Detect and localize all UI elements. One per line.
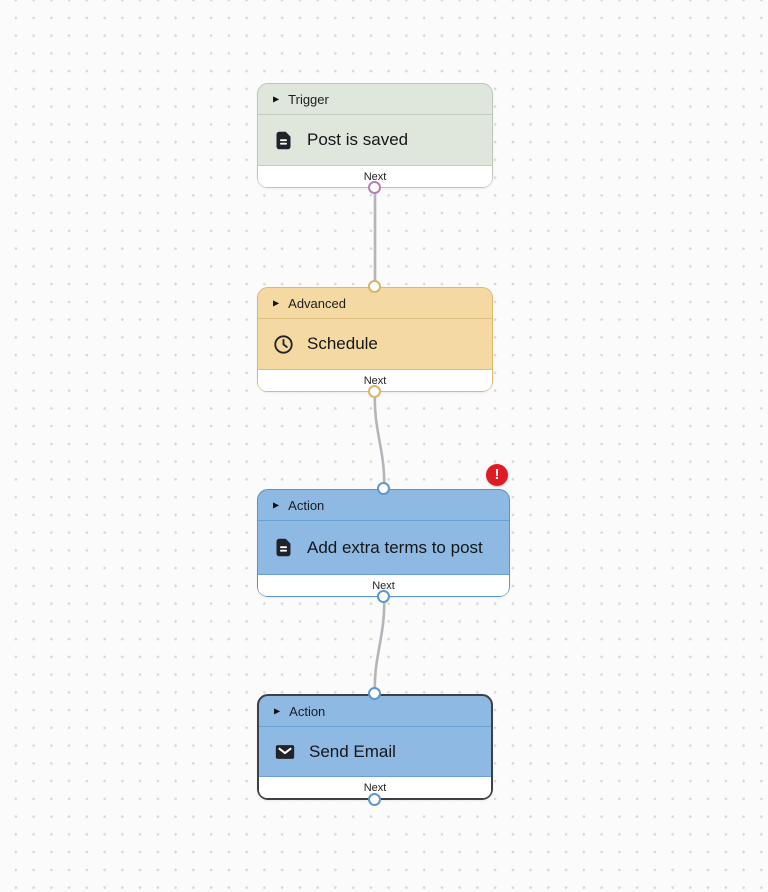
port-action-in[interactable] [377,482,390,495]
node-header[interactable]: ▶ Trigger [258,84,492,115]
node-title: Post is saved [307,130,409,149]
error-badge[interactable]: ! [486,464,508,486]
node-action-add-extra-terms-to-post[interactable]: ▶ Action Add extra terms to post Next [257,489,510,597]
port-action-out[interactable] [377,590,390,603]
port-send-email-out[interactable] [368,793,381,806]
document-icon [273,130,294,151]
port-send-email-in[interactable] [368,687,381,700]
node-title: Schedule [307,334,378,353]
port-advanced-out[interactable] [368,385,381,398]
node-header[interactable]: ▶ Action [259,696,491,727]
node-body[interactable]: Add extra terms to post [258,521,509,574]
next-output-label: Next [258,369,492,391]
document-icon [273,537,294,558]
node-advanced-schedule[interactable]: ▶ Advanced Schedule Next [257,287,493,392]
node-title: Send Email [309,741,396,761]
envelope-icon [274,741,296,763]
node-title: Add extra terms to post [307,537,483,557]
node-body[interactable]: Post is saved [258,115,492,165]
node-category-label: Trigger [288,91,329,107]
node-body[interactable]: Send Email [259,727,491,776]
next-output-label: Next [259,776,491,798]
disclosure-triangle-icon[interactable]: ▶ [273,500,280,510]
edge-action-to-send-email[interactable] [373,595,386,696]
disclosure-triangle-icon[interactable]: ▶ [273,298,280,308]
node-trigger-post-is-saved[interactable]: ▶ Trigger Post is saved Next [257,83,493,188]
node-header[interactable]: ▶ Action [258,490,509,521]
node-category-label: Advanced [288,295,346,311]
node-action-send-email[interactable]: ▶ Action Send Email Next [257,694,493,800]
edge-advanced-to-action[interactable] [373,390,386,491]
disclosure-triangle-icon[interactable]: ▶ [274,706,281,716]
node-category-label: Action [288,497,325,513]
clock-icon [273,334,294,355]
port-advanced-in[interactable] [368,280,381,293]
next-output-label: Next [258,574,509,596]
node-body[interactable]: Schedule [258,319,492,369]
next-output-label: Next [258,165,492,187]
disclosure-triangle-icon[interactable]: ▶ [273,94,280,104]
node-header[interactable]: ▶ Advanced [258,288,492,319]
node-category-label: Action [289,703,326,719]
port-trigger-out[interactable] [368,181,381,194]
